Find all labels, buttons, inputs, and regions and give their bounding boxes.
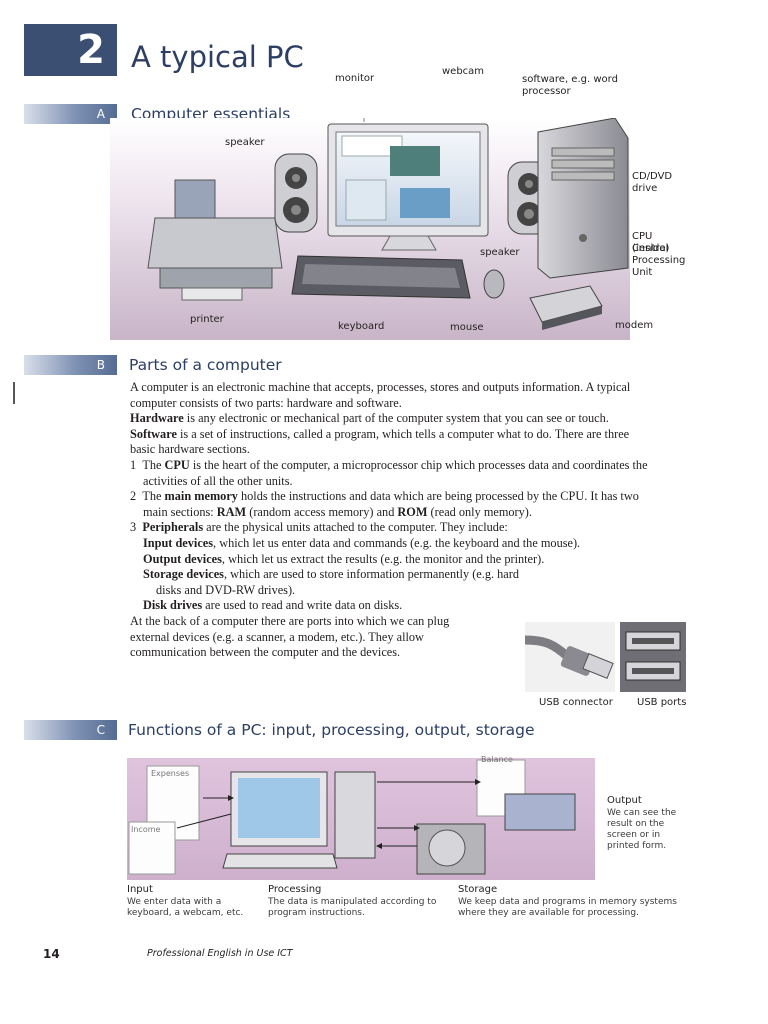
rom-term: ROM xyxy=(397,504,428,519)
section-b-badge: B xyxy=(24,355,117,375)
input-devices-term: Input devices xyxy=(143,535,214,550)
monitor-icon xyxy=(327,123,489,251)
output-caption-text: We can see the result on the screen or i… xyxy=(607,808,677,851)
storage-devices-text: , which are used to store information pe… xyxy=(156,567,519,597)
list-item-cpu: 1 The CPU is the heart of the computer, … xyxy=(130,458,650,489)
cpu-tower-icon xyxy=(537,117,629,279)
label-mouse: mouse xyxy=(450,322,484,333)
section-b-title: Parts of a computer xyxy=(129,356,282,374)
disk-drives-text: are used to read and write data on disks… xyxy=(202,598,403,613)
memory-text-a: holds the instructions and data which ar… xyxy=(143,489,639,519)
label-software-2: processor xyxy=(522,86,571,97)
input-caption-text: We enter data with a keyboard, a webcam,… xyxy=(127,897,244,918)
software-text: is a set of instructions, called a progr… xyxy=(130,426,630,457)
diagram-keyboard-icon xyxy=(222,853,338,869)
label-printer: printer xyxy=(190,314,224,325)
usb-ports-caption: USB ports xyxy=(637,697,687,708)
section-c-badge: C xyxy=(24,720,117,740)
output-devices-item: Output devices, which let us extract the… xyxy=(130,552,650,568)
label-monitor: monitor xyxy=(335,73,375,84)
memory-term: main memory xyxy=(164,489,238,504)
label-cd-dvd-1: CD/DVD xyxy=(632,171,673,182)
label-keyboard: keyboard xyxy=(338,321,385,332)
item-number: 3 xyxy=(130,520,137,535)
usb-connector-caption: USB connector xyxy=(539,697,613,708)
section-b-body: A computer is an electronic machine that… xyxy=(130,380,650,661)
cpu-term: CPU xyxy=(164,457,190,472)
usb-ports-photo xyxy=(620,622,686,692)
ports-paragraph: At the back of a computer there are port… xyxy=(130,613,450,660)
usb-connector-photo xyxy=(524,622,615,692)
storage-devices-item: Storage devices, which are used to store… xyxy=(130,567,526,598)
arrow-income-to-monitor xyxy=(176,813,232,829)
label-speaker-left: speaker xyxy=(225,137,265,148)
storage-devices-term: Storage devices xyxy=(143,567,224,582)
income-document xyxy=(128,821,176,875)
label-cpu-4: Unit xyxy=(632,267,653,278)
disk-drives-item: Disk drives are used to read and write d… xyxy=(130,598,526,614)
mouse-icon xyxy=(483,269,505,299)
item-number: 1 xyxy=(130,457,137,472)
unit-title: A typical PC xyxy=(131,40,304,74)
storage-caption-text: We keep data and programs in memory syst… xyxy=(458,897,677,918)
memory-text-b: (random access memory) and xyxy=(246,504,398,519)
item-pre: The xyxy=(142,489,165,504)
income-label: Income xyxy=(131,825,161,834)
storage-caption-title: Storage xyxy=(458,884,498,895)
modem-icon xyxy=(529,285,603,330)
functions-illustration xyxy=(127,758,595,880)
balance-label: Balance xyxy=(481,755,513,764)
processing-caption-text: The data is manipulated according to pro… xyxy=(268,897,437,918)
cpu-text: is the heart of the computer, a micropro… xyxy=(143,457,648,488)
list-item-memory: 2 The main memory holds the instructions… xyxy=(130,489,650,520)
printer-icon xyxy=(147,179,283,301)
margin-mark xyxy=(13,382,15,404)
section-a-badge: A xyxy=(24,104,117,124)
software-definition: Software is a set of instructions, calle… xyxy=(130,427,650,458)
peripherals-term: Peripherals xyxy=(142,520,204,535)
diagram-tower-icon xyxy=(334,771,376,859)
software-term: Software xyxy=(130,426,177,441)
hardware-definition: Hardware is any electronic or mechanical… xyxy=(130,411,650,427)
label-cpu-1: CPU (inside) xyxy=(632,231,670,254)
intro-paragraph: A computer is an electronic machine that… xyxy=(130,380,631,410)
label-speaker-right: speaker xyxy=(480,247,520,258)
label-cd-dvd-2: drive xyxy=(632,183,658,194)
book-title: Professional English in Use ICT xyxy=(147,948,293,959)
usb-connector-icon xyxy=(524,622,615,692)
pc-setup-photo: monitor webcam software, e.g. word proce… xyxy=(110,66,685,340)
hardware-term: Hardware xyxy=(130,411,184,426)
memory-text-c: (read only memory). xyxy=(427,504,532,519)
diagram-printer-icon xyxy=(504,793,576,831)
section-c-title: Functions of a PC: input, processing, ou… xyxy=(128,721,535,739)
keyboard-icon xyxy=(291,255,471,299)
unit-number: 2 xyxy=(24,24,117,76)
left-speaker-icon xyxy=(274,153,318,233)
label-cpu-3: Processing xyxy=(632,255,686,266)
page-number: 14 xyxy=(43,947,60,961)
input-devices-text: , which let us enter data and commands (… xyxy=(213,535,581,550)
output-devices-text: , which let us extract the results (e.g.… xyxy=(221,551,545,566)
input-caption-title: Input xyxy=(127,884,153,895)
peripherals-text: are the physical units attached to the c… xyxy=(203,520,508,535)
hardware-text: is any electronic or mechanical part of … xyxy=(183,411,609,426)
output-caption-title: Output xyxy=(607,795,642,806)
list-item-peripherals: 3 Peripherals are the physical units att… xyxy=(130,520,650,536)
expenses-label: Expenses xyxy=(151,769,190,778)
usb-ports-icon xyxy=(620,622,686,692)
label-cpu-2: Central xyxy=(632,243,669,254)
label-modem: modem xyxy=(615,320,654,331)
ram-term: RAM xyxy=(216,504,247,519)
label-webcam: webcam xyxy=(442,66,485,77)
output-devices-term: Output devices xyxy=(143,551,222,566)
input-devices-item: Input devices, which let us enter data a… xyxy=(130,536,650,552)
disk-drives-term: Disk drives xyxy=(143,598,203,613)
item-number: 2 xyxy=(130,489,137,504)
pc-setup-illustration xyxy=(110,90,630,340)
pc-functions-diagram: Expenses Income Balance xyxy=(127,755,595,880)
label-software-1: software, e.g. word xyxy=(522,74,618,85)
processing-caption-title: Processing xyxy=(268,884,322,895)
item-pre: The xyxy=(142,457,165,472)
